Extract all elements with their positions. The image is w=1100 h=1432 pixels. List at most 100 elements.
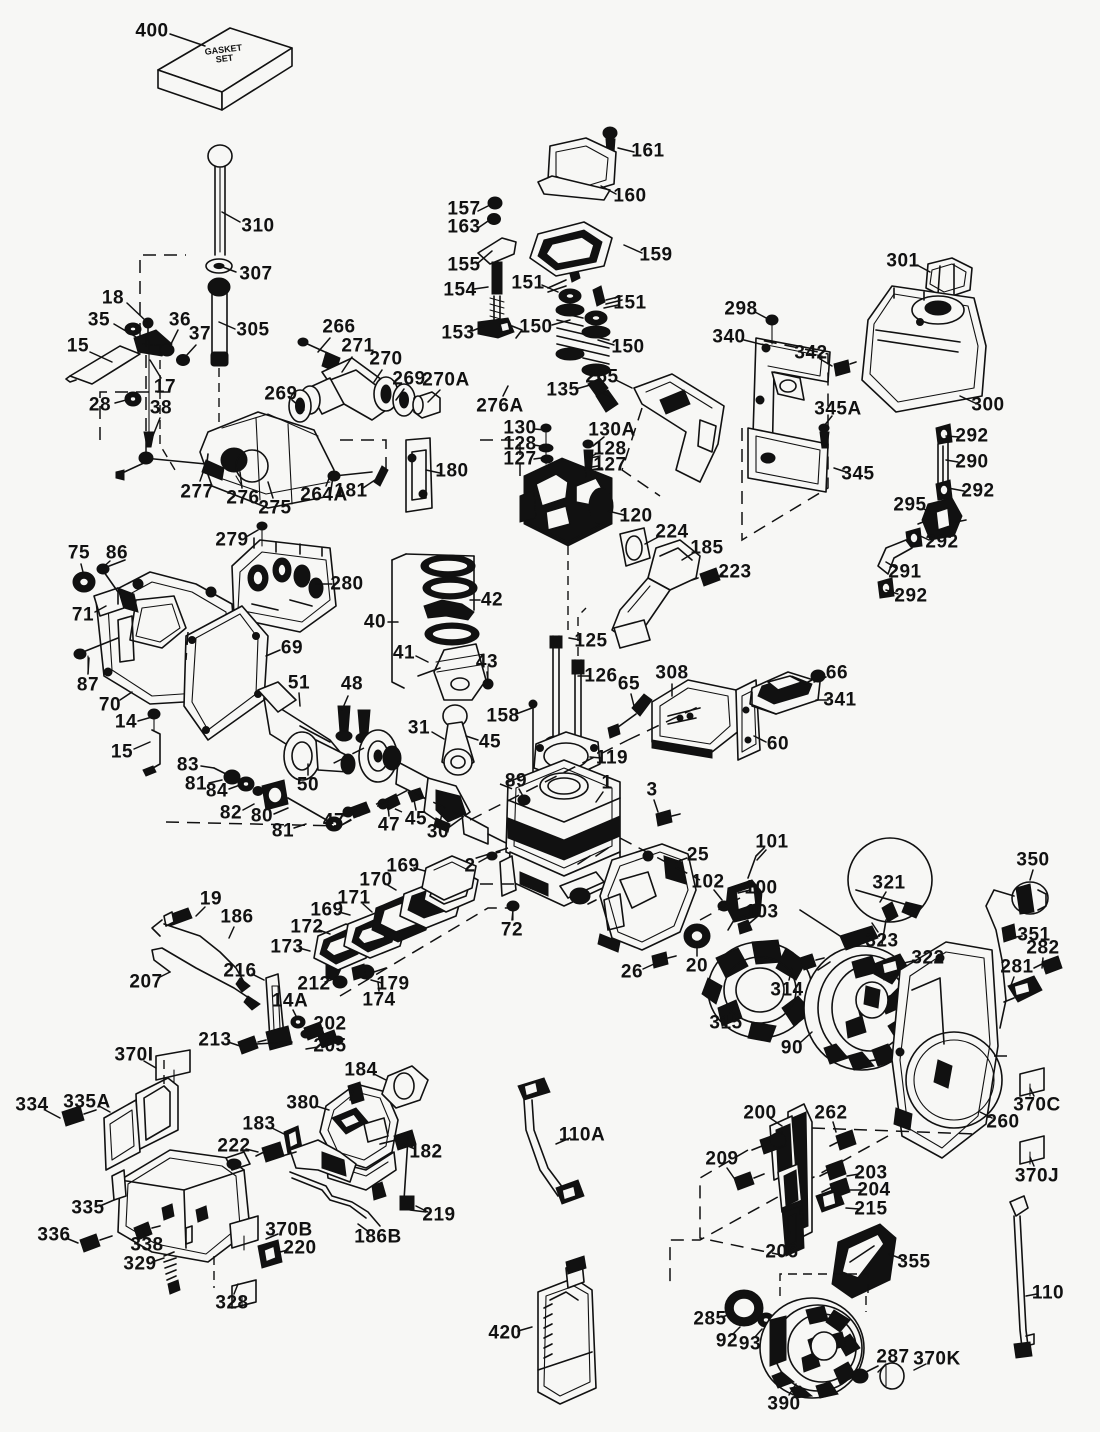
part-75-seal [72,571,96,593]
callout-216: 216 [223,960,257,982]
callout-307: 307 [239,263,273,285]
callout-127: 127 [593,454,627,476]
part-25-cover-plate [587,843,697,953]
part-279-screw [256,521,268,547]
part-345-bracket [741,339,829,542]
callout-420: 420 [488,1322,522,1344]
callout-80: 80 [250,805,274,827]
callout-90: 90 [780,1037,804,1059]
part-83-shaft [213,767,241,785]
part-36-nut [159,343,175,357]
callout-19: 19 [199,888,223,910]
callout-173: 173 [270,936,304,958]
callout-310: 310 [241,215,275,237]
part-69-gasket [183,605,269,741]
part-2-gasket [486,851,501,861]
callout-183: 183 [242,1113,276,1135]
callout-18: 18 [101,287,125,309]
callout-103: 103 [745,901,779,923]
part-265-bracket [633,373,725,483]
part-120-cylinder-head-assembly [519,457,614,547]
part-323-lead [799,909,879,951]
part-184-gasket [381,1065,429,1109]
callout-157: 157 [447,198,481,220]
part-390-starter [759,1273,869,1399]
callout-212: 212 [297,973,331,995]
callout-40: 40 [363,611,387,633]
part-110-dipstick [1009,1195,1035,1359]
callout-202: 202 [313,1013,347,1035]
part-180-shield [405,437,433,513]
part-298-bolt [765,314,779,345]
callout-292: 292 [955,425,989,447]
callout-130: 130 [503,417,537,439]
callout-335: 335 [71,1197,105,1219]
callout-110: 110 [1031,1282,1065,1304]
callout-370I: 370I [114,1044,154,1066]
callout-171: 171 [337,887,371,909]
part-350-switch [985,881,1049,1029]
part-153-retainer [477,317,523,339]
part-270A-tube [412,391,441,419]
part-157-nut [487,196,503,210]
callout-345A: 345A [814,398,862,420]
part-41-piston [417,643,487,701]
part-169-plate-b [421,855,477,901]
callout-20: 20 [685,955,709,977]
callout-150: 150 [611,336,645,358]
part-345A-bolt [818,423,830,449]
callout-42: 42 [480,589,504,611]
part-290-fuel-line [937,441,949,491]
callout-120: 120 [619,505,653,527]
part-355-handle [831,1223,897,1312]
callout-370K: 370K [913,1348,961,1370]
callout-65: 65 [617,673,641,695]
callout-30: 30 [426,821,450,843]
part-224-gasket [619,527,651,567]
callout-86: 86 [105,542,129,564]
dash-link-i [699,897,741,921]
part-159-gasket [529,221,613,277]
callout-43: 43 [475,651,499,673]
callout-205: 205 [313,1035,347,1057]
callout-38: 38 [149,397,173,419]
part-127-washer-b [589,467,603,471]
part-285-pulley [724,1289,764,1327]
construction-dashed-lines [165,631,701,881]
part-216-bracket [255,973,293,1051]
part-150-spring-b [581,325,611,377]
callout-170: 170 [359,869,393,891]
callout-336: 336 [37,1224,71,1246]
callout-45: 45 [404,808,428,830]
callout-93: 93 [738,1333,762,1355]
callout-186: 186 [220,906,254,928]
callout-206: 206 [765,1241,799,1263]
part-1-cylinder-block [499,759,621,907]
callout-128: 128 [593,438,627,460]
callout-17: 17 [153,376,177,398]
part-264A-screw [327,470,373,482]
callout-135: 135 [546,379,580,401]
part-127-washer-a [540,454,554,464]
callout-155: 155 [447,254,481,276]
callout-277: 277 [180,481,214,503]
part-310-rod [207,144,233,256]
part-314-bolt [799,953,825,971]
callout-160: 160 [613,185,647,207]
part-220-grommet [257,1239,283,1269]
part-51-camshaft [257,681,356,781]
part-72-bolt [506,900,520,921]
part-370J-decal [1019,1135,1045,1165]
dash-link-j [339,907,520,997]
callout-83: 83 [176,754,200,776]
part-329-spring [163,1251,181,1295]
part-322-connector [873,953,909,981]
callout-127: 127 [503,448,537,470]
callout-31: 31 [407,717,431,739]
callout-172: 172 [290,916,324,938]
callout-340: 340 [712,326,746,348]
callout-151: 151 [613,292,647,314]
callout-102: 102 [691,871,725,893]
part-151-retainer-b [584,285,623,326]
